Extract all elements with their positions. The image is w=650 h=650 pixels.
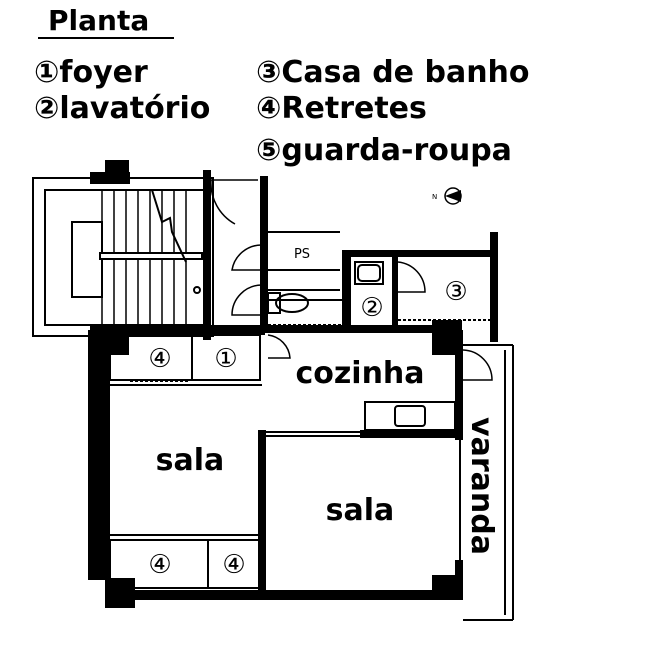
interior-lines xyxy=(99,231,514,621)
room-cozinha: cozinha xyxy=(295,356,424,391)
room-varanda: varanda xyxy=(464,417,499,555)
fixtures xyxy=(267,261,456,431)
doors xyxy=(210,179,493,381)
legend-item-foyer: ①foyer xyxy=(34,55,148,90)
compass-icon: N xyxy=(432,187,462,205)
toilet-bowl xyxy=(275,293,309,313)
room-sala-right: sala xyxy=(326,493,395,528)
stairwell xyxy=(32,177,214,337)
marker-wc-bottom-left: ④ xyxy=(148,550,171,580)
kitchen-sink xyxy=(394,405,426,427)
marker-wc-top: ④ xyxy=(148,344,171,374)
marker-foyer: ① xyxy=(214,344,237,374)
marker-bath: ③ xyxy=(444,277,467,307)
title-underline xyxy=(38,37,174,39)
room-sala-left: sala xyxy=(156,443,225,478)
legend-item-bath: ③Casa de banho xyxy=(256,55,530,90)
marker-lavatorio: ② xyxy=(360,293,383,323)
washbasin xyxy=(354,261,384,285)
toilet-tank xyxy=(267,292,281,314)
page-title: Planta xyxy=(48,4,150,37)
legend-item-lavatorio: ②lavatório xyxy=(34,91,211,126)
legend-item-wardrobe: ⑤guarda-roupa xyxy=(256,133,512,168)
compass-north: N xyxy=(432,193,437,201)
ps-label: PS xyxy=(294,247,310,262)
kitchen-counter xyxy=(364,401,456,431)
walls xyxy=(88,160,498,608)
legend-item-wc: ④Retretes xyxy=(256,91,427,126)
marker-wc-bottom-right: ④ xyxy=(222,550,245,580)
